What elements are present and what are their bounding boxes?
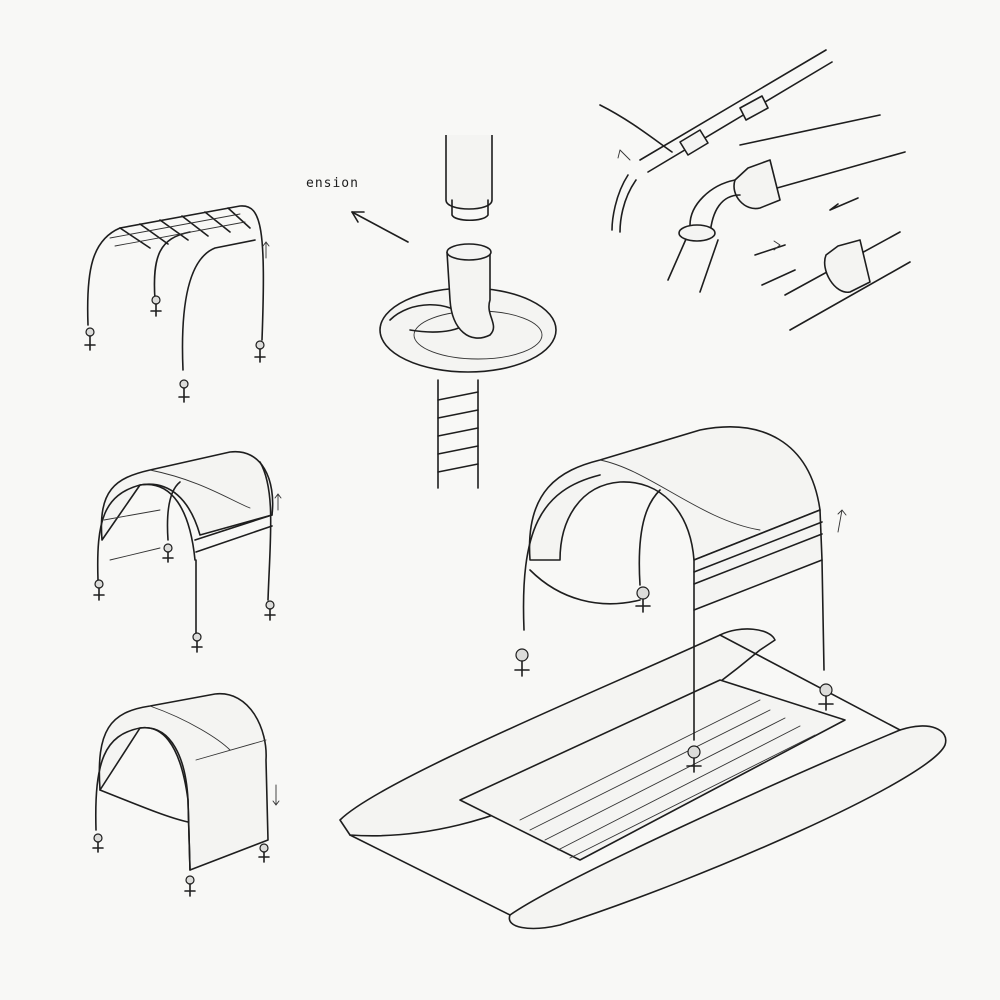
canopy-frame-step-1 [84, 205, 270, 403]
canopy-frame-step-3 [92, 693, 280, 897]
tension-arrow [351, 211, 409, 243]
canopy-frame-step-2 [93, 450, 282, 653]
tension-label: ension [306, 176, 359, 191]
sled-base [339, 628, 947, 930]
pole-connector-details [599, 49, 911, 331]
ground-anchor-stake [379, 135, 557, 489]
sled-canopy [514, 426, 847, 773]
